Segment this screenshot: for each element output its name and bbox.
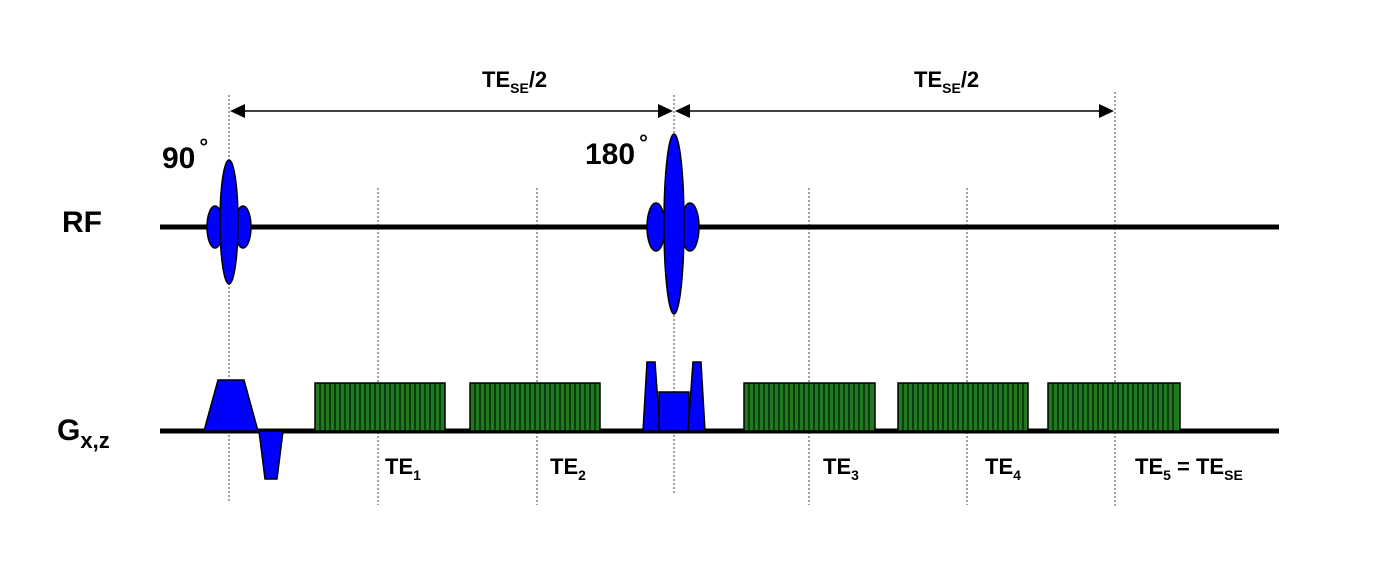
readout-block-1: [314, 382, 446, 432]
interval-label-1: TESE/2: [482, 67, 547, 96]
gradient-row-label: Gx,z: [57, 414, 110, 453]
crusher-gradients: [642, 361, 706, 432]
crusher-left-lobe: [642, 361, 661, 432]
rf-180-left-lobe: [646, 202, 666, 252]
crusher-middle: [658, 391, 690, 432]
readout-block-3: [743, 382, 876, 432]
interval-arrows: [230, 104, 1114, 118]
rephase-lobe: [258, 430, 284, 480]
echo-label-te2: TE2: [550, 454, 586, 483]
readout-block-2: [469, 382, 601, 432]
echo-label-te3: TE3: [823, 454, 859, 483]
rf-pulse-90: [206, 159, 252, 285]
arrowhead-right-1: [658, 104, 673, 118]
arrowhead-left-2: [675, 104, 690, 118]
echo-label-te4: TE4: [985, 454, 1021, 483]
readout-block-5: [1047, 382, 1181, 432]
rf-180-main-lobe: [663, 133, 685, 315]
slice-select-gradient: [203, 379, 284, 480]
interval-label-2: TESE/2: [914, 67, 979, 96]
arrowhead-left-1: [230, 104, 245, 118]
rf-row-label: RF: [62, 206, 102, 239]
readout-block-4: [897, 382, 1029, 432]
readout-blocks: [314, 382, 1181, 432]
flip-angle-90: 90°: [162, 134, 208, 175]
echo-label-te1: TE1: [385, 454, 421, 483]
slice-select-lobe: [203, 379, 259, 432]
echo-label-te5: TE5 = TESE: [1135, 454, 1243, 483]
crusher-right-lobe: [687, 361, 706, 432]
arrowhead-right-2: [1099, 104, 1114, 118]
flip-angle-180: 180°: [585, 130, 648, 171]
rf-90-main-lobe: [219, 159, 239, 285]
rf-pulse-180: [646, 133, 700, 315]
